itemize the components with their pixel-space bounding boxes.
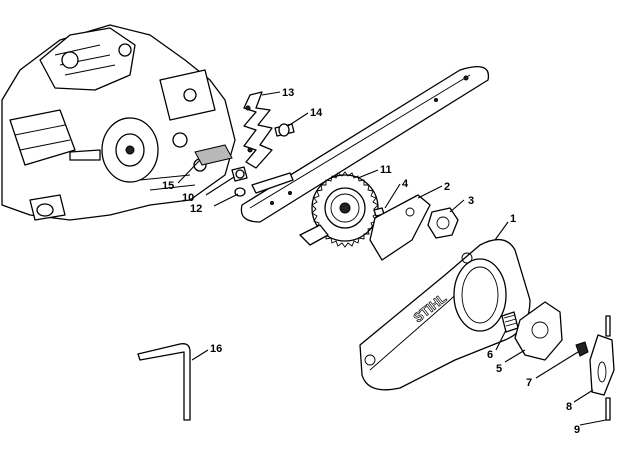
callout-labels: 1 2 3 4 5 6 7 8 9 10 11 12 13 14 15 16	[162, 87, 580, 436]
callout-15: 15	[162, 180, 174, 192]
callout-8: 8	[566, 401, 572, 413]
callout-11: 11	[380, 164, 392, 176]
callout-4: 4	[402, 178, 409, 190]
callout-16: 16	[210, 343, 222, 355]
retaining-pin	[605, 315, 611, 421]
callout-2: 2	[444, 181, 450, 193]
hex-wrench	[137, 343, 191, 421]
lever	[589, 334, 615, 396]
thumb-wheel	[575, 341, 589, 357]
callout-13: 13	[282, 87, 294, 99]
nut	[231, 166, 248, 182]
guide-bar	[240, 66, 490, 223]
callout-9: 9	[574, 424, 580, 436]
engine-housing	[1, 24, 236, 221]
callout-12: 12	[190, 203, 202, 215]
sprocket-cover: STIHL	[359, 238, 531, 391]
collar-nut	[427, 207, 459, 239]
sprocket	[299, 171, 379, 248]
callout-6: 6	[487, 349, 493, 361]
callout-1: 1	[510, 213, 516, 225]
callout-3: 3	[468, 195, 474, 207]
spring-plate	[243, 91, 273, 169]
callout-10: 10	[182, 192, 194, 204]
cover-plate	[369, 194, 431, 261]
callout-7: 7	[526, 377, 532, 389]
tensioner	[514, 301, 563, 361]
callout-5: 5	[496, 363, 502, 375]
bolt	[274, 123, 295, 137]
leader-lines	[177, 91, 607, 426]
callout-14: 14	[310, 107, 323, 119]
